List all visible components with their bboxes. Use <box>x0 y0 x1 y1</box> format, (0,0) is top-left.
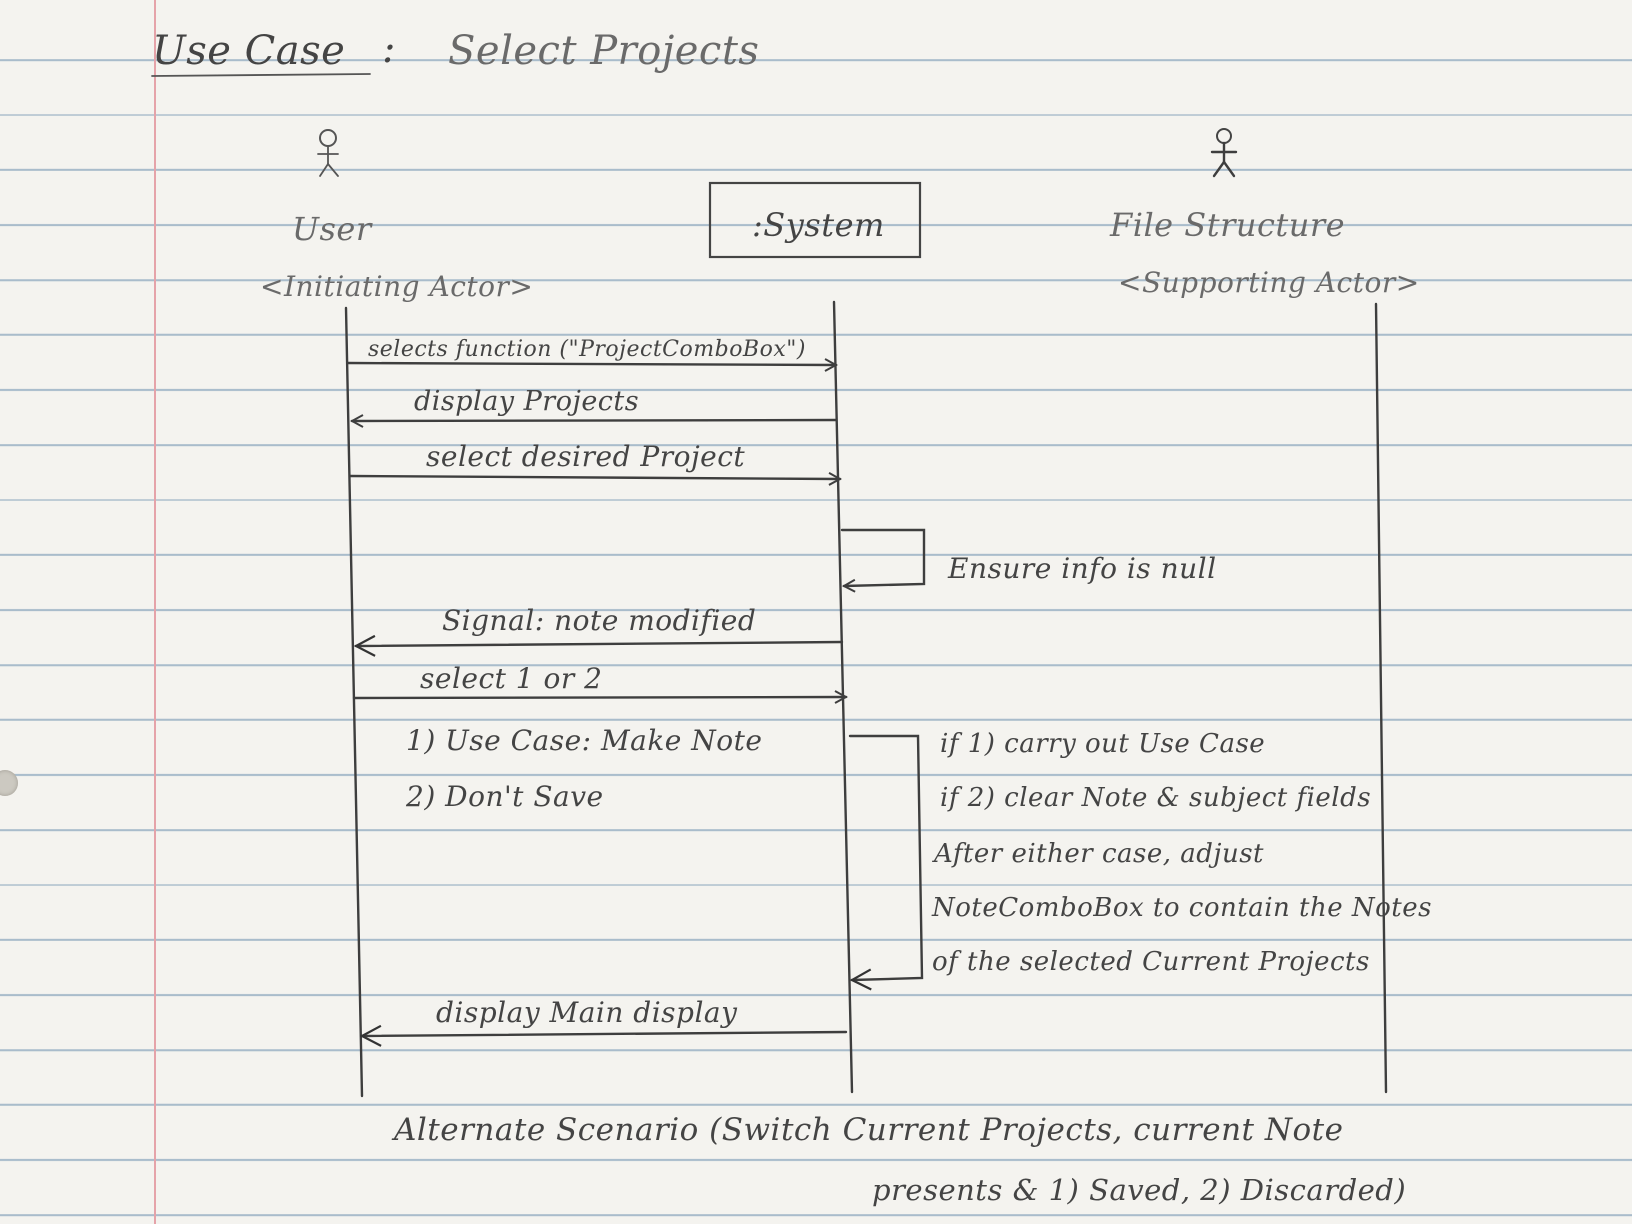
system-name: :System <box>752 206 885 244</box>
message-arrow <box>353 634 844 657</box>
user-actor-role: <Initiating Actor> <box>260 270 533 303</box>
user-actor-name: User <box>292 210 373 248</box>
title-underline <box>151 73 371 77</box>
title-prefix: Use Case <box>152 28 345 74</box>
footer-line1: Alternate Scenario (Switch Current Proje… <box>391 1112 1343 1148</box>
file-structure-actor-icon <box>1210 128 1238 178</box>
message-label: display Projects <box>414 386 639 417</box>
title-separator: : <box>382 26 396 72</box>
self-note-line: if 2) clear Note & subject fields <box>940 783 1371 813</box>
message-label: display Main display <box>436 996 738 1029</box>
message-label: select desired Project <box>426 440 745 473</box>
file-structure-name: File Structure <box>1109 206 1345 244</box>
self-message-arrow <box>840 528 926 586</box>
user-actor-icon <box>317 129 339 177</box>
user-lifeline <box>344 306 364 1098</box>
self-note-line: NoteComboBox to contain the Notes <box>931 893 1432 923</box>
option-label: 1) Use Case: Make Note <box>406 724 762 757</box>
margin-line <box>154 0 156 1224</box>
message-arrow <box>359 1024 848 1047</box>
system-box <box>708 181 922 259</box>
option-label: 2) Don't Save <box>405 780 604 813</box>
message-arrow <box>352 697 846 698</box>
message-arrow <box>348 476 840 479</box>
binder-hole <box>0 770 18 796</box>
message-label: selects function ("ProjectComboBox") <box>368 337 806 362</box>
file-structure-lifeline <box>1374 302 1388 1094</box>
footer-line2: presents & 1) Saved, 2) Discarded) <box>872 1173 1406 1207</box>
title-name: Select Projects <box>448 28 759 74</box>
self-note-label: Ensure info is null <box>947 552 1217 585</box>
message-arrow <box>346 363 836 365</box>
message-arrow <box>352 420 838 421</box>
file-structure-role: <Supporting Actor> <box>1118 266 1420 299</box>
message-label: select 1 or 2 <box>420 662 602 695</box>
self-note-line: After either case, adjust <box>932 839 1264 869</box>
message-label: Signal: note modified <box>442 604 756 637</box>
self-note-line: if 1) carry out Use Case <box>940 729 1265 759</box>
self-message-arrow <box>848 734 924 991</box>
self-note-line: of the selected Current Projects <box>932 947 1370 977</box>
